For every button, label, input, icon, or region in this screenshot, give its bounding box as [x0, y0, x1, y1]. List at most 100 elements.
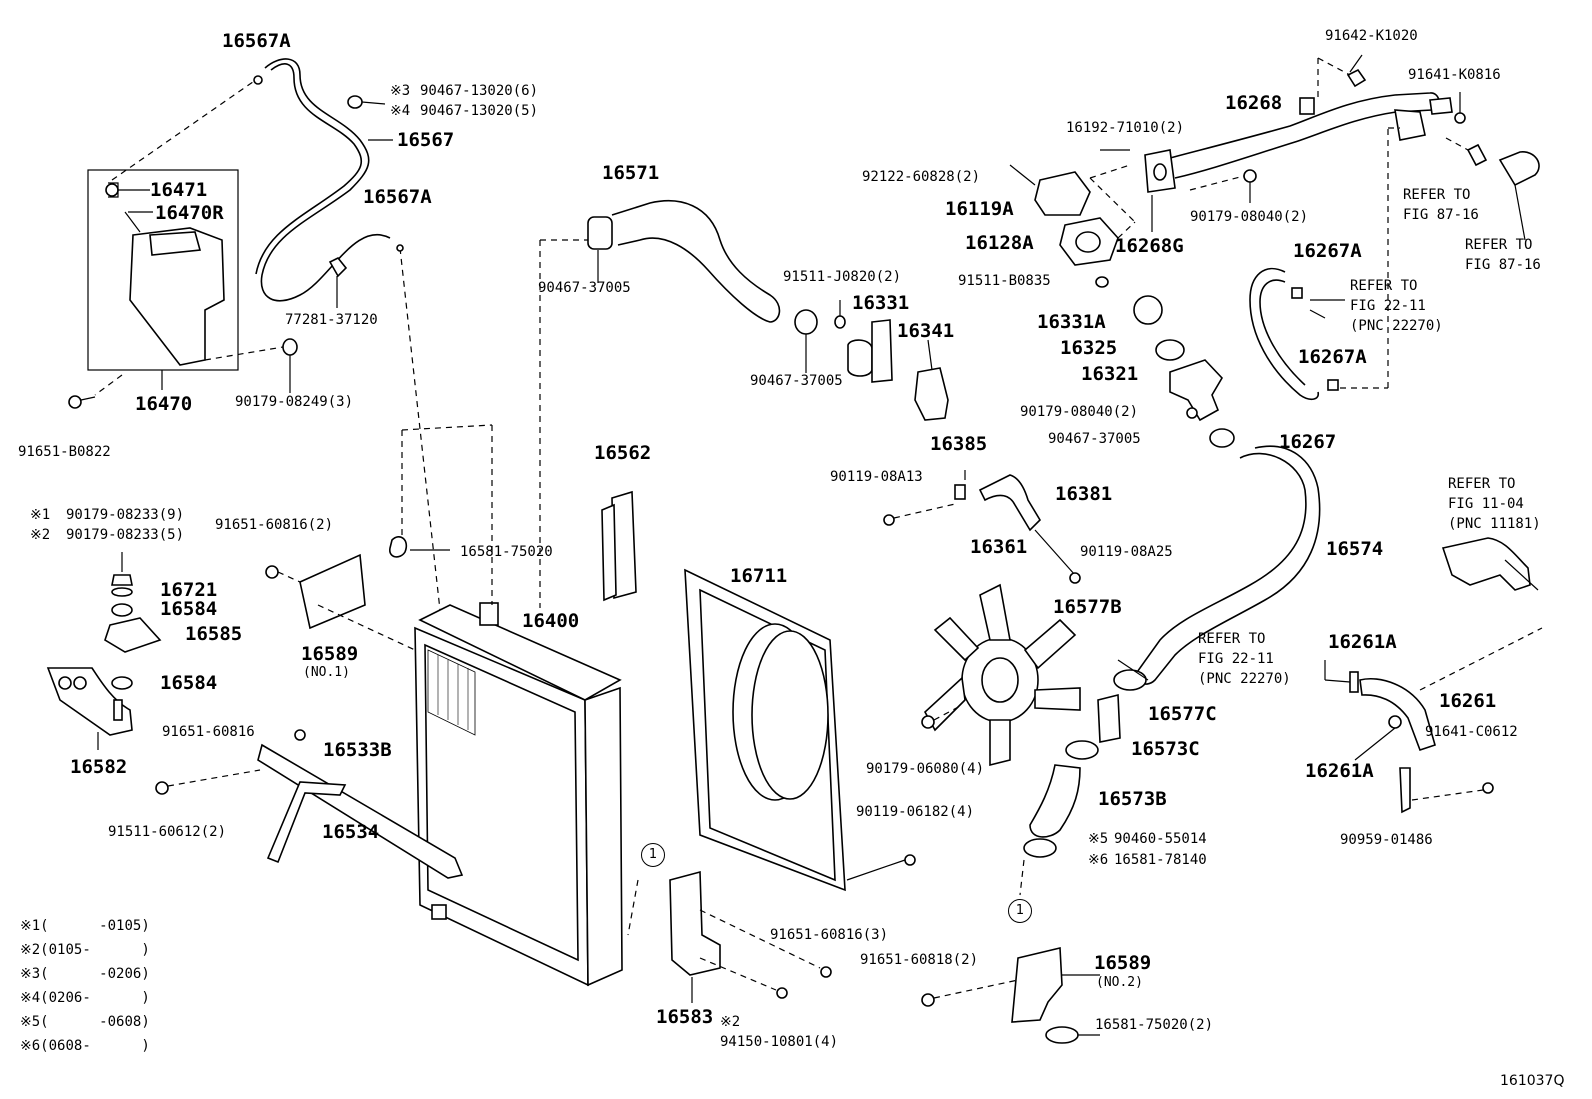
label-16584-b: 16584: [160, 672, 218, 694]
legend-row: ※4(0206- ): [20, 990, 150, 1006]
label-90467-13020-6: 90467-13020(6): [420, 83, 539, 99]
refer-22-11-b-line2: FIG 22-11: [1198, 651, 1274, 667]
bracket-16589-no1: [265, 424, 493, 651]
label-90179-08233-5: 90179-08233(5): [66, 527, 185, 543]
refer-87-16-b-line1: REFER TO: [1465, 237, 1533, 253]
label-91651-60816-3: 91651-60816(3): [770, 927, 889, 943]
label-16341: 16341: [897, 320, 955, 342]
label-16571: 16571: [602, 162, 660, 184]
label-16581-78140: 16581-78140: [1114, 852, 1207, 868]
label-16267A-mid: 16267A: [1298, 346, 1367, 368]
label-16128A: 16128A: [965, 232, 1034, 254]
label-16261: 16261: [1439, 690, 1497, 712]
label-91511-J0820: 91511-J0820(2): [783, 269, 902, 285]
label-91641-K0816: 91641-K0816: [1408, 67, 1501, 83]
refer-22-11-b-line1: REFER TO: [1198, 631, 1266, 647]
label-91511-B0835: 91511-B0835: [958, 273, 1051, 289]
refer-22-11-b-line3: (PNC 22270): [1198, 671, 1291, 687]
refer-87-16-a-line1: REFER TO: [1403, 187, 1471, 203]
label-16267A-top: 16267A: [1293, 240, 1362, 262]
bypass-pipe-16268: [1009, 54, 1540, 288]
refer-11-04-line2: FIG 11-04: [1448, 496, 1524, 512]
mark-6: ※6: [1088, 852, 1109, 868]
label-16711: 16711: [730, 565, 788, 587]
label-16385: 16385: [930, 433, 988, 455]
refer-11-04-line3: (PNC 11181): [1448, 516, 1541, 532]
label-90467-37005-a: 90467-37005: [538, 280, 631, 296]
label-90179-08249: 90179-08249(3): [235, 394, 354, 410]
label-16567A-mid: 16567A: [363, 186, 432, 208]
reference-circle-1b: 1: [1008, 899, 1032, 923]
label-16577B: 16577B: [1053, 596, 1122, 618]
bracket-16381: [883, 470, 1081, 584]
label-16192-71010: 16192-71010(2): [1066, 120, 1185, 136]
refer-87-16-a-line2: FIG 87-16: [1403, 207, 1479, 223]
overflow-hose-16567: [253, 58, 441, 611]
label-16361: 16361: [970, 536, 1028, 558]
label-16325: 16325: [1060, 337, 1118, 359]
hose-16261-group: [1324, 537, 1543, 814]
refer-11-04-line1: REFER TO: [1448, 476, 1516, 492]
label-94150-10801: 94150-10801(4): [720, 1034, 839, 1050]
label-90119-06182: 90119-06182(4): [856, 804, 975, 820]
label-16589-no1-sub: (NO.1): [303, 665, 350, 680]
label-90179-08233-9: 90179-08233(9): [66, 507, 185, 523]
label-16567: 16567: [397, 129, 455, 151]
label-90179-08040-b: 90179-08040(2): [1020, 404, 1139, 420]
label-16584-a: 16584: [160, 598, 218, 620]
legend-row: ※2(0105- ): [20, 942, 150, 958]
label-16470: 16470: [135, 393, 193, 415]
label-91651-60818: 91651-60818(2): [860, 952, 979, 968]
label-91642-K1020: 91642-K1020: [1325, 28, 1418, 44]
legend-row: ※1( -0105): [20, 918, 150, 934]
label-16577C: 16577C: [1148, 703, 1217, 725]
label-16119A: 16119A: [945, 198, 1014, 220]
mark-2-b: ※2: [720, 1014, 741, 1030]
label-16583: 16583: [656, 1006, 714, 1028]
reservoir-tank-group: [68, 76, 298, 409]
mark-5: ※5: [1088, 831, 1109, 847]
water-inlet-16321: [1133, 295, 1235, 448]
label-16573C: 16573C: [1131, 738, 1200, 760]
lower-hose-16574: [1135, 445, 1321, 685]
refer-22-11-a-line1: REFER TO: [1350, 278, 1418, 294]
label-16585: 16585: [185, 623, 243, 645]
label-16581-75020-2: 16581-75020(2): [1095, 1017, 1214, 1033]
label-91651-60816-b: 91651-60816: [162, 724, 255, 740]
mark-3: ※3: [390, 83, 411, 99]
legend-row: ※3( -0206): [20, 966, 150, 982]
label-92122-60828: 92122-60828(2): [862, 169, 981, 185]
label-16562: 16562: [594, 442, 652, 464]
refer-87-16-b-line2: FIG 87-16: [1465, 257, 1541, 273]
label-16533B: 16533B: [323, 739, 392, 761]
brackets-lower: [627, 870, 1100, 1044]
label-90119-08A13: 90119-08A13: [830, 469, 923, 485]
label-91651-60816-2: 91651-60816(2): [215, 517, 334, 533]
label-90119-08A25: 90119-08A25: [1080, 544, 1173, 560]
label-16589-no2-sub: (NO.2): [1096, 975, 1143, 990]
label-91651-B0822: 91651-B0822: [18, 444, 111, 460]
label-16267: 16267: [1279, 431, 1337, 453]
label-90460-55014: 90460-55014: [1114, 831, 1207, 847]
label-90179-06080: 90179-06080(4): [866, 761, 985, 777]
support-rods: [155, 729, 464, 879]
label-90467-37005-b: 90467-37005: [750, 373, 843, 389]
water-outlet-16331: [834, 300, 949, 421]
label-16721: 16721: [160, 579, 218, 601]
label-16268: 16268: [1225, 92, 1283, 114]
label-16589-no2: 16589: [1094, 952, 1152, 974]
label-16470R: 16470R: [155, 202, 224, 224]
label-16582: 16582: [70, 756, 128, 778]
hose-16267: [1249, 127, 1400, 401]
fan-16361: [921, 583, 1081, 767]
legend-row: ※5( -0608): [20, 1014, 150, 1030]
label-16574: 16574: [1326, 538, 1384, 560]
label-77281-37120: 77281-37120: [285, 312, 378, 328]
label-90467-37005-c: 90467-37005: [1048, 431, 1141, 447]
seal-16562: [601, 490, 637, 602]
label-90959-01486: 90959-01486: [1340, 832, 1433, 848]
lower-hose-parts: [1019, 659, 1149, 896]
mark-2: ※2: [30, 527, 51, 543]
radiator-mount-group: [46, 552, 162, 750]
